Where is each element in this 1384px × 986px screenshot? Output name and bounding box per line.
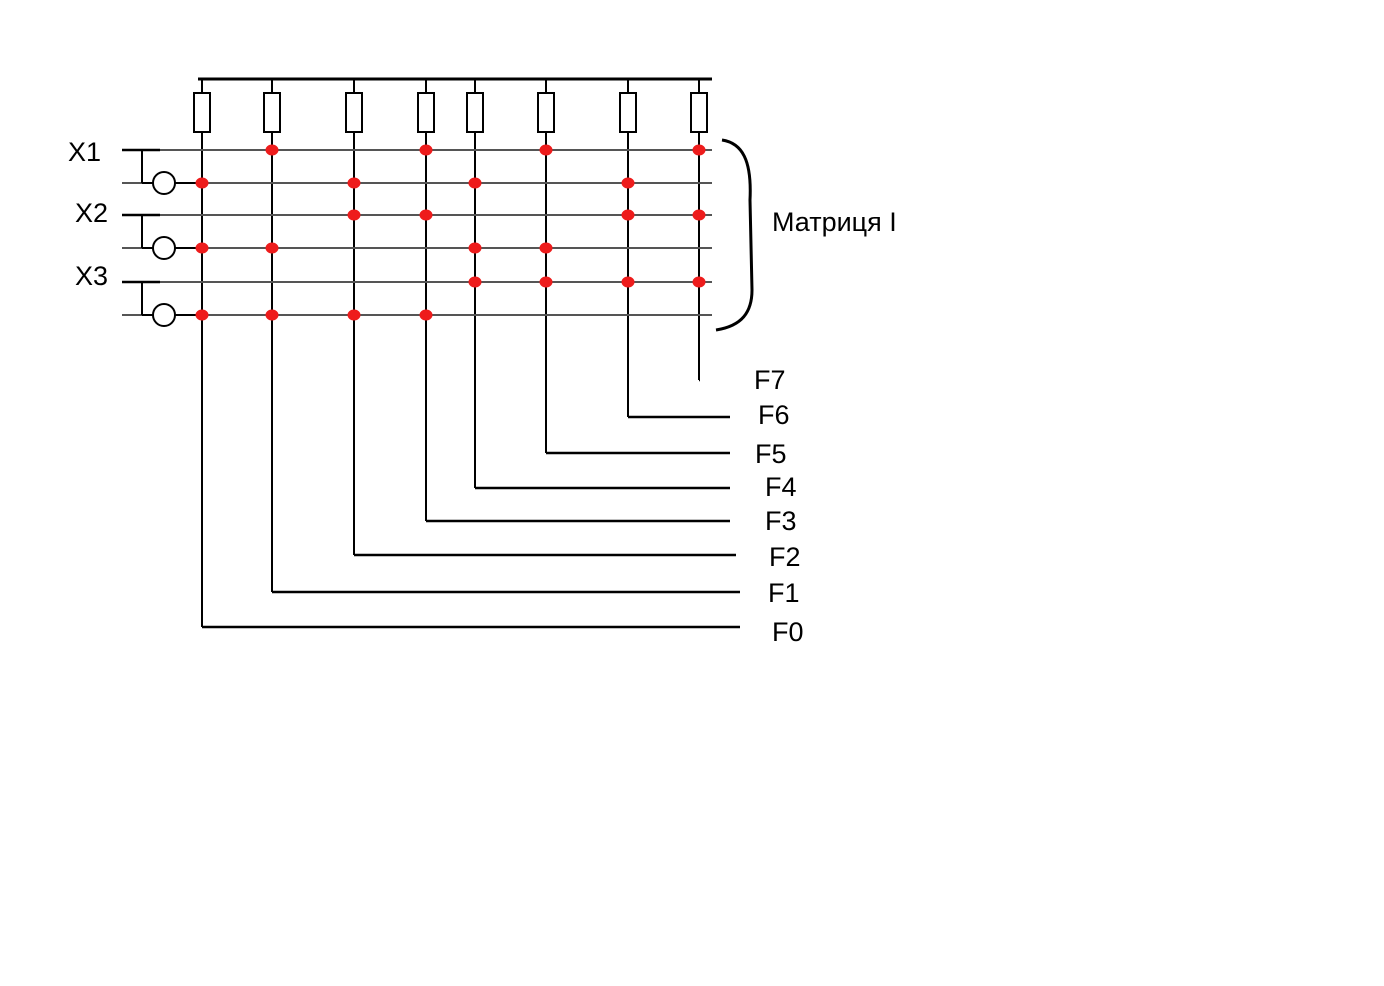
output-label-f4: F4	[765, 472, 797, 502]
connection-dot	[621, 177, 635, 189]
inverter-bubble	[152, 236, 176, 260]
connection-dot	[468, 242, 482, 254]
pullup-resistor	[345, 92, 363, 133]
connection-dot	[468, 276, 482, 288]
resistors	[193, 92, 708, 133]
connection-dot	[195, 177, 209, 189]
output-label-f5: F5	[755, 439, 787, 469]
output-label-f6: F6	[758, 400, 790, 430]
pullup-resistor	[690, 92, 708, 133]
connection-dot	[692, 276, 706, 288]
connection-dot	[692, 209, 706, 221]
connection-dot	[195, 242, 209, 254]
connection-dots	[195, 144, 706, 321]
connection-dot	[347, 177, 361, 189]
inverter-bubble	[152, 171, 176, 195]
pullup-resistor	[417, 92, 435, 133]
connection-dot	[692, 144, 706, 156]
connection-dot	[265, 144, 279, 156]
connection-dot	[621, 209, 635, 221]
output-label-f7: F7	[754, 365, 786, 395]
matrix-label: Матриця I	[772, 207, 897, 237]
matrix-bracket	[715, 138, 754, 332]
pullup-resistor	[466, 92, 484, 133]
connection-dot	[265, 309, 279, 321]
pullup-resistor	[193, 92, 211, 133]
inverter-bubble	[152, 303, 176, 327]
input-label-x3: X3	[75, 261, 109, 291]
connection-dot	[621, 276, 635, 288]
connection-dot	[539, 242, 553, 254]
pullup-resistor	[537, 92, 555, 133]
connection-dot	[468, 177, 482, 189]
output-label-f1: F1	[768, 578, 800, 608]
connection-dot	[419, 144, 433, 156]
connection-dot	[347, 309, 361, 321]
connection-dot	[419, 309, 433, 321]
connection-dot	[539, 276, 553, 288]
output-label-f2: F2	[769, 542, 801, 572]
wires	[122, 77, 740, 629]
connection-dot	[419, 209, 433, 221]
pullup-resistor	[619, 92, 637, 133]
connection-dot	[539, 144, 553, 156]
input-label-x1: X1	[68, 137, 102, 167]
output-label-f0: F0	[772, 617, 804, 647]
connection-dot	[265, 242, 279, 254]
connection-dot	[195, 309, 209, 321]
connection-dot	[347, 209, 361, 221]
output-label-f3: F3	[765, 506, 797, 536]
input-label-x2: X2	[75, 198, 109, 228]
pullup-resistor	[263, 92, 281, 133]
